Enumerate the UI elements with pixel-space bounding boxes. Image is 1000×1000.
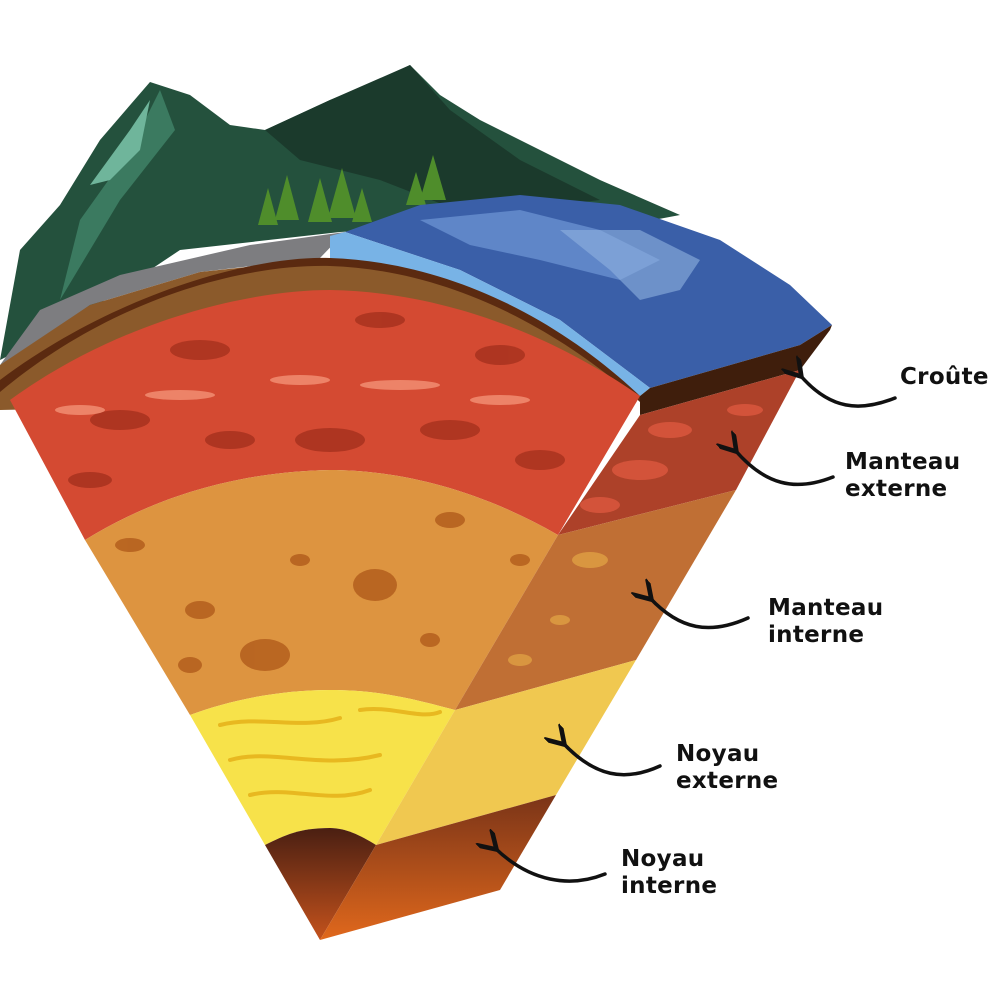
label-line: Noyau	[676, 741, 760, 767]
label-line: Manteau	[845, 449, 961, 475]
label-line: externe	[845, 476, 948, 502]
trees	[258, 155, 446, 225]
label-line: Manteau	[768, 595, 884, 621]
label-line: interne	[621, 873, 718, 899]
arrow-crust	[800, 375, 897, 408]
inner-mantle-layer	[85, 470, 558, 715]
arrow-inner-mantle	[650, 598, 750, 630]
arrow-inner-core	[495, 848, 607, 883]
arrow-outer-mantle	[735, 450, 835, 487]
label-line: externe	[676, 768, 779, 794]
label-outer-core: Noyau externe	[676, 741, 778, 795]
rock-surface	[0, 232, 345, 365]
inner-core-layer	[265, 828, 376, 940]
outer-core-layer	[190, 690, 455, 845]
label-line: interne	[768, 622, 865, 648]
label-inner-mantle: Manteau interne	[768, 595, 883, 649]
label-inner-core: Noyau interne	[621, 846, 717, 900]
arrow-outer-core	[563, 743, 662, 777]
label-line: Noyau	[621, 846, 705, 872]
label-outer-mantle: Manteau externe	[845, 449, 960, 503]
label-crust: Croûte	[900, 364, 989, 390]
